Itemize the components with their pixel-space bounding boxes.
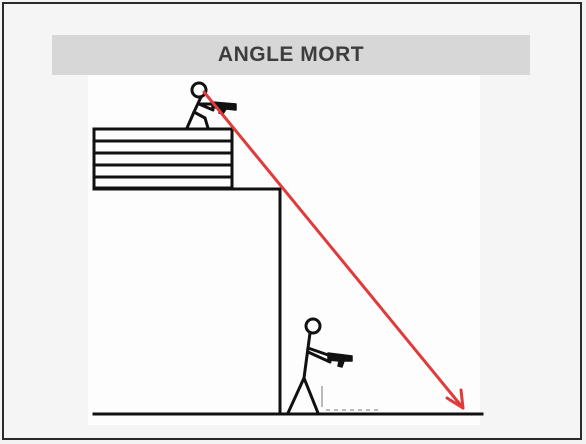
hidden-figure-gun-icon	[328, 353, 352, 367]
wall	[94, 189, 280, 414]
hidden-figure	[288, 319, 352, 413]
barrier-stack	[94, 129, 232, 188]
blind-zone-marks	[322, 386, 378, 410]
